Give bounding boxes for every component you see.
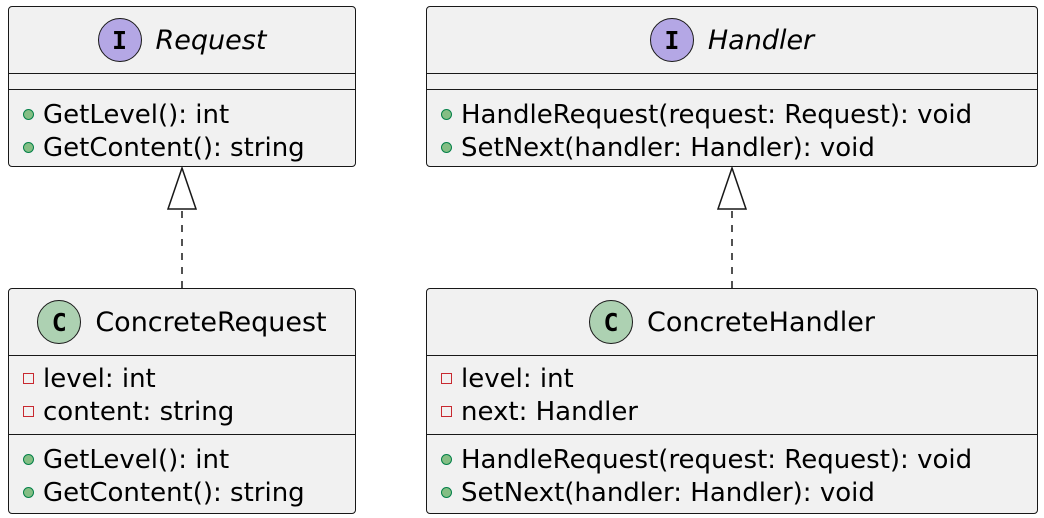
field-row: next: Handler — [441, 395, 1037, 428]
method-row: SetNext(handler: Handler): void — [441, 476, 1037, 509]
public-visibility-icon — [441, 454, 452, 465]
public-visibility-icon — [441, 142, 452, 153]
private-visibility-icon — [441, 406, 452, 417]
interface-request[interactable]: I Request GetLevel(): int GetContent(): … — [8, 6, 356, 167]
method-row: HandleRequest(request: Request): void — [441, 443, 1037, 476]
class-stereotype-icon: C — [589, 300, 634, 344]
method-signature: GetContent(): string — [43, 132, 305, 163]
interface-handler-methods: HandleRequest(request: Request): void Se… — [427, 89, 1037, 170]
method-signature: SetNext(handler: Handler): void — [461, 132, 875, 163]
field-signature: content: string — [43, 396, 235, 427]
field-row: content: string — [23, 395, 355, 428]
class-stereotype-icon: C — [37, 300, 82, 344]
method-row: GetLevel(): int — [23, 443, 355, 476]
interface-request-fields — [9, 73, 355, 89]
realization-arrowhead-icon — [716, 165, 748, 210]
class-concrete-handler[interactable]: C ConcreteHandler level: int next: Handl… — [426, 288, 1038, 514]
class-concrete-request-methods: GetLevel(): int GetContent(): string — [9, 434, 355, 515]
method-row: HandleRequest(request: Request): void — [441, 98, 1037, 131]
class-concrete-handler-name: ConcreteHandler — [647, 306, 875, 338]
field-row: level: int — [441, 362, 1037, 395]
field-row: level: int — [23, 362, 355, 395]
public-visibility-icon — [23, 142, 34, 153]
method-row: GetContent(): string — [23, 476, 355, 509]
field-signature: level: int — [461, 363, 574, 394]
class-concrete-request-fields: level: int content: string — [9, 355, 355, 434]
private-visibility-icon — [23, 406, 34, 417]
realization-arrow-concrete-request-to-request — [166, 165, 198, 288]
method-row: GetLevel(): int — [23, 98, 355, 131]
field-signature: level: int — [43, 363, 156, 394]
public-visibility-icon — [441, 487, 452, 498]
realization-arrowhead-icon — [166, 165, 198, 210]
interface-request-methods: GetLevel(): int GetContent(): string — [9, 89, 355, 170]
class-concrete-request[interactable]: C ConcreteRequest level: int content: st… — [8, 288, 356, 514]
public-visibility-icon — [23, 487, 34, 498]
method-signature: HandleRequest(request: Request): void — [461, 444, 973, 475]
class-concrete-handler-methods: HandleRequest(request: Request): void Se… — [427, 434, 1037, 515]
method-signature: HandleRequest(request: Request): void — [461, 99, 973, 130]
private-visibility-icon — [441, 373, 452, 384]
interface-handler-name: Handler — [707, 24, 815, 56]
method-row: SetNext(handler: Handler): void — [441, 131, 1037, 164]
interface-handler[interactable]: I Handler HandleRequest(request: Request… — [426, 6, 1038, 167]
private-visibility-icon — [23, 373, 34, 384]
public-visibility-icon — [23, 109, 34, 120]
interface-request-name: Request — [155, 24, 267, 56]
class-concrete-request-name: ConcreteRequest — [95, 306, 327, 338]
method-row: GetContent(): string — [23, 131, 355, 164]
method-signature: SetNext(handler: Handler): void — [461, 477, 875, 508]
interface-handler-fields — [427, 73, 1037, 89]
class-concrete-handler-header: C ConcreteHandler — [427, 289, 1037, 355]
method-signature: GetLevel(): int — [43, 444, 230, 475]
class-concrete-handler-fields: level: int next: Handler — [427, 355, 1037, 434]
interface-stereotype-icon: I — [649, 18, 694, 62]
method-signature: GetLevel(): int — [43, 99, 230, 130]
method-signature: GetContent(): string — [43, 477, 305, 508]
interface-handler-header: I Handler — [427, 7, 1037, 73]
public-visibility-icon — [441, 109, 452, 120]
interface-request-header: I Request — [9, 7, 355, 73]
interface-stereotype-icon: I — [97, 18, 142, 62]
field-signature: next: Handler — [461, 396, 638, 427]
public-visibility-icon — [23, 454, 34, 465]
class-concrete-request-header: C ConcreteRequest — [9, 289, 355, 355]
realization-arrow-concrete-handler-to-handler — [716, 165, 748, 288]
